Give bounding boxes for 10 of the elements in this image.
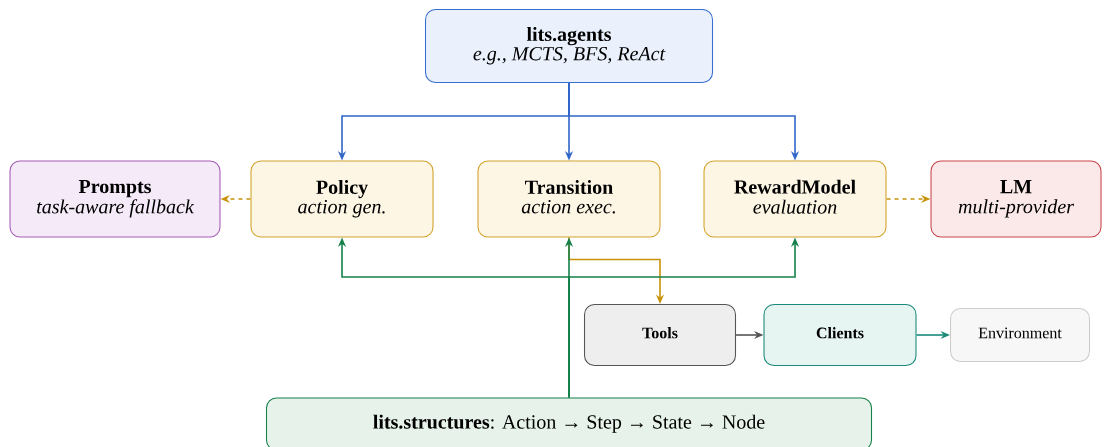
- module-box: LM multi-provider: [930, 160, 1102, 238]
- module-box: Prompts task-aware fallback: [9, 160, 221, 238]
- module-box: Clients: [763, 303, 917, 367]
- module-box: Tools: [583, 303, 737, 367]
- module-box: lits.agents e.g., MCTS, BFS, ReAct: [424, 8, 714, 84]
- component-box: Transition action exec.: [477, 160, 661, 238]
- component-box: RewardModel evaluation: [703, 160, 887, 238]
- component-box: Policy action gen.: [250, 160, 434, 238]
- module-box: Environment: [949, 307, 1091, 363]
- module-box: lits.structures: Action → Step → State → Node: [265, 397, 873, 447]
